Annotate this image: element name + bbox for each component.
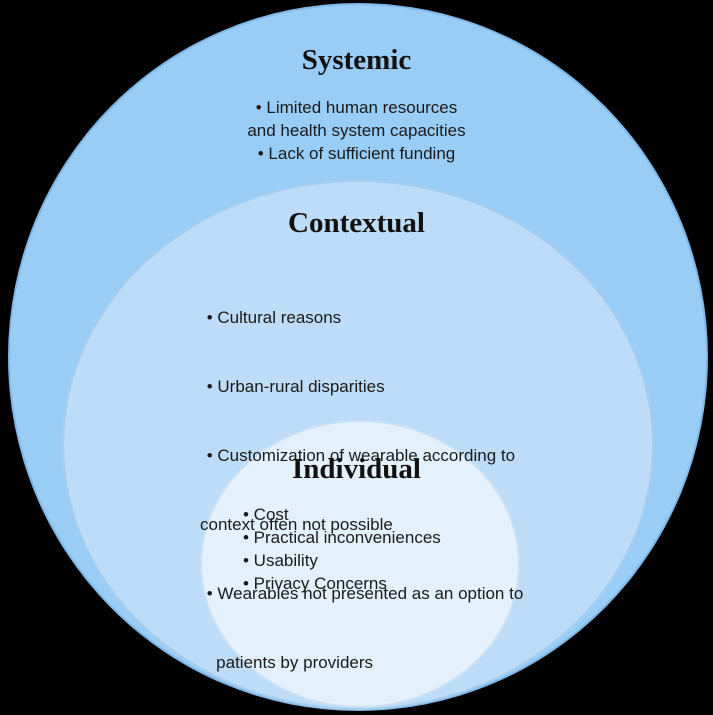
contextual-heading: Contextual xyxy=(288,207,425,239)
list-item: • Customization of wearable according to xyxy=(202,446,516,465)
list-item: and health system capacities xyxy=(247,121,466,140)
list-item: • Lack of sufficient funding xyxy=(257,144,456,163)
list-item: • Practical inconveniences xyxy=(243,528,441,547)
list-item: • Cultural reasons xyxy=(202,308,342,327)
list-item: • Usability xyxy=(243,551,318,570)
systemic-items: • Limited human resources and health sys… xyxy=(0,96,713,165)
list-item: • Privacy Concerns xyxy=(243,574,387,593)
systemic-heading: Systemic xyxy=(301,44,412,76)
contextual-items: • Cultural reasons • Urban-rural dispari… xyxy=(200,260,524,697)
list-item: • Cost xyxy=(243,505,289,524)
list-item: • Wearables not presented as an option t… xyxy=(202,584,524,603)
individual-items: • Cost • Practical inconveniences • Usab… xyxy=(243,503,441,595)
list-item: • Urban-rural disparities xyxy=(202,377,385,396)
list-item: context often not possible xyxy=(200,515,393,534)
individual-circle xyxy=(200,420,520,708)
individual-heading: Individual xyxy=(292,453,421,485)
list-item: • Limited human resources xyxy=(255,98,458,117)
list-item: patients by providers xyxy=(202,653,374,672)
